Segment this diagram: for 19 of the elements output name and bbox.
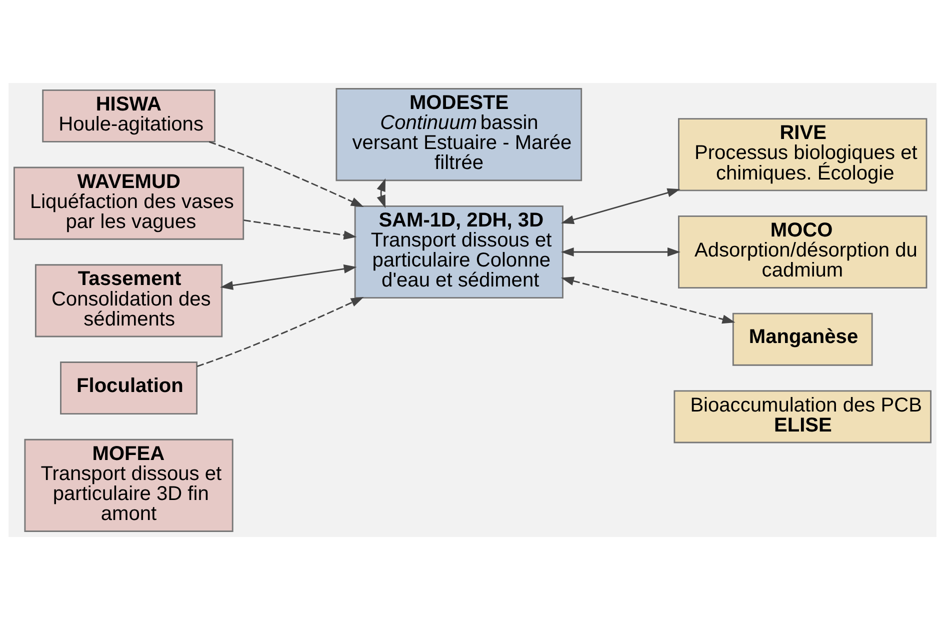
arrow [220,264,357,290]
node-box: MOFEA Transport dissous et particulaire 3D fin amont [24,438,234,532]
node-box: HISWA Houle-agitations [42,88,216,142]
node-box: Floculation [60,361,198,414]
node-box: SAM-1D, 2DH, 3D Transport dissous et particulaire Colonne d'eau et sédiment [354,204,564,298]
arrow [244,219,357,240]
arrow [560,246,680,256]
arrow [560,188,680,224]
arrow [560,276,736,324]
node-box: Tassement Consolidation des sédiments [34,264,223,337]
node-box: RIVE Processus biologiques et chimiques. Écologie [678,118,928,191]
arrow [376,178,386,208]
node-box: WAVEMUD Liquéfaction des vases par les vagues [14,166,244,240]
node-box: Manganèse [732,312,873,366]
arrow [208,140,364,207]
arrow [196,296,364,367]
node-box: Bioaccumulation des PCB ELISE [674,390,932,443]
node-box: MOCO Adsorption/désorption du cadmium [678,214,928,288]
node-box: MODESTE Continuum bassin versant Estuaire - Marée filtrée [336,88,582,181]
